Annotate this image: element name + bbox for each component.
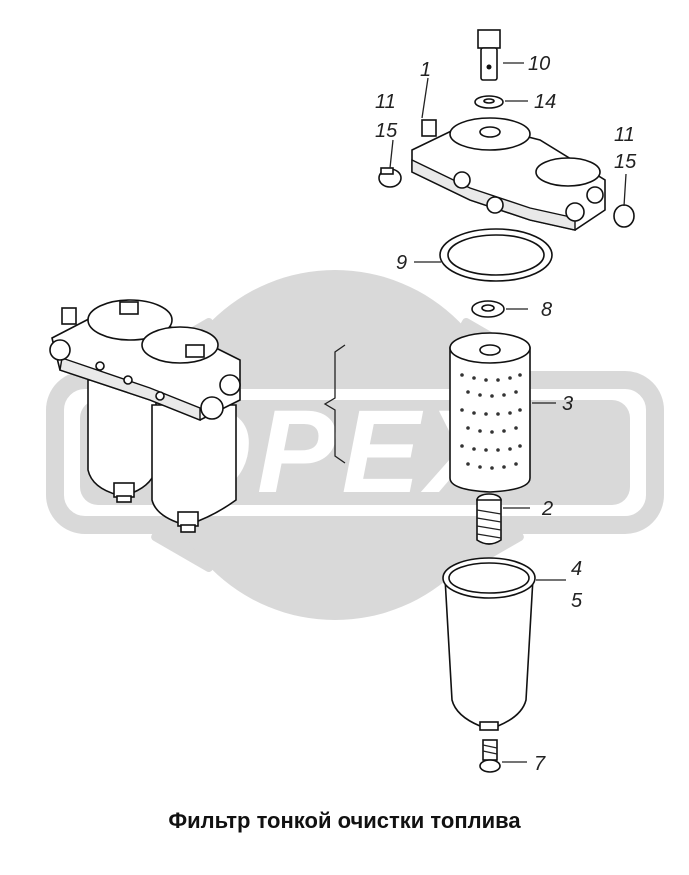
leader-lines (389, 62, 627, 763)
part-9-seal-ring (439, 228, 553, 282)
callout-5: 5 (571, 590, 583, 612)
callout-7: 7 (534, 753, 546, 775)
callout-2: 2 (541, 498, 553, 520)
part-8-seal (471, 300, 505, 318)
callout-3: 3 (562, 393, 573, 415)
callout-1: 1 (420, 59, 431, 81)
part-15-plug-right (613, 204, 635, 228)
part-3-filter-element (449, 332, 531, 493)
callout-15-left: 15 (375, 120, 398, 142)
part-7-drain-plug (479, 739, 501, 773)
part-4-5-bowl (442, 557, 536, 731)
callout-4: 4 (571, 558, 582, 580)
callout-8: 8 (541, 299, 552, 321)
part-14-washer (474, 95, 504, 109)
callout-15-right: 15 (614, 151, 637, 173)
part-15-plug-left (378, 167, 402, 188)
part-10-bolt (477, 29, 501, 81)
callout-14: 14 (534, 91, 556, 113)
filter-head (411, 117, 606, 231)
callout-11-right: 11 (614, 124, 635, 146)
callout-10: 10 (528, 53, 550, 75)
diagram-caption: Фильтр тонкой очистки топлива (168, 808, 521, 833)
assembly-bracket (323, 344, 346, 464)
assembled-filter (49, 299, 241, 533)
callout-11-left: 11 (375, 91, 396, 113)
part-2-spring (476, 493, 502, 545)
callout-9: 9 (396, 252, 407, 274)
